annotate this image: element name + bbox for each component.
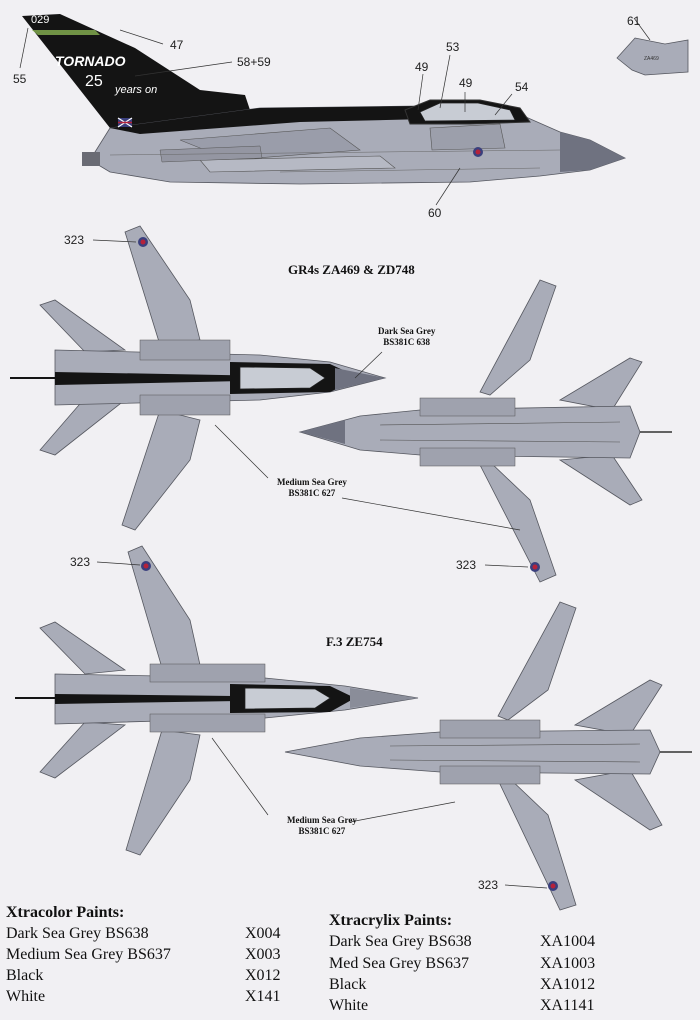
f3-callout-lines	[96, 561, 548, 889]
gr4-medium-color-name: Medium Sea Grey	[277, 477, 347, 487]
gr4-title: GR4s ZA469 & ZD748	[288, 262, 415, 277]
xtracolor-row-code: X003	[245, 946, 281, 963]
f3-underside-view	[284, 601, 692, 911]
xtracrylix-row-name: Black	[329, 976, 367, 993]
f3-callout-323-top: 323	[70, 555, 91, 569]
gr4-dark-color-code: BS381C 638	[383, 337, 431, 347]
callout-58-59: 58+59	[237, 55, 271, 69]
xtracolor-row-code: X012	[245, 967, 281, 984]
callout-53: 53	[446, 40, 460, 54]
side-callout-lines	[19, 27, 513, 206]
tail-text-25: 25	[85, 73, 103, 90]
gr4-callout-323-bottom: 323	[456, 558, 477, 572]
f3-medium-sea-grey-label: Medium Sea Grey BS381C 627	[287, 815, 357, 837]
inset-serial: ZA469	[644, 56, 659, 62]
xtracrylix-row-code: XA1012	[540, 976, 596, 993]
gr4-dark-sea-grey-label: Dark Sea Grey BS381C 638	[378, 326, 435, 348]
xtracolor-row-name: Black	[6, 967, 44, 984]
xtracrylix-row-code: XA1141	[540, 997, 595, 1014]
callout-47: 47	[170, 38, 184, 52]
callout-49-a: 49	[415, 60, 429, 74]
tail-text-years-on: years on	[115, 84, 158, 96]
callout-61: 61	[627, 14, 641, 28]
side-profile-tornado-gr4	[22, 14, 627, 185]
gr4-top-view	[10, 225, 387, 531]
f3-callout-323-bottom: 323	[478, 878, 499, 892]
gr4-medium-color-code: BS381C 627	[288, 488, 336, 498]
gr4-callout-323-top: 323	[64, 233, 85, 247]
nose-radome	[560, 132, 625, 172]
f3-title: F.3 ZE754	[326, 634, 383, 649]
xtracrylix-row-code: XA1004	[540, 933, 596, 950]
gr4-underside-view	[298, 279, 672, 583]
xtracolor-row-code: X004	[245, 925, 281, 942]
callout-49-b: 49	[459, 76, 473, 90]
inset-fin-detail	[616, 17, 689, 76]
xtracrylix-row-code: XA1003	[540, 955, 596, 972]
callout-55: 55	[13, 72, 27, 86]
callout-54: 54	[515, 80, 529, 94]
xtracrylix-row-name: Dark Sea Grey BS638	[329, 933, 472, 950]
f3-medium-color-code: BS381C 627	[298, 826, 346, 836]
xtracolor-row-code: X141	[245, 988, 281, 1005]
tail-serial: 029	[31, 14, 50, 26]
f3-medium-color-name: Medium Sea Grey	[287, 815, 357, 825]
gr4-medium-sea-grey-label: Medium Sea Grey BS381C 627	[277, 477, 347, 499]
xtracolor-title: Xtracolor Paints:	[6, 904, 125, 921]
xtracolor-row-name: Medium Sea Grey BS637	[6, 946, 171, 963]
f3-top-view	[15, 545, 419, 856]
xtracrylix-title: Xtracrylix Paints:	[329, 912, 453, 929]
callout-60: 60	[428, 206, 442, 220]
tail-text-tornado: TORNADO	[55, 53, 126, 69]
tail-fin	[22, 14, 250, 128]
xtracolor-row-name: Dark Sea Grey BS638	[6, 925, 149, 942]
gr4-callout-lines	[92, 239, 529, 568]
xtracrylix-row-name: White	[329, 997, 369, 1014]
xtracolor-row-name: White	[6, 988, 46, 1005]
xtracrylix-row-name: Med Sea Grey BS637	[329, 955, 469, 972]
gr4-dark-color-name: Dark Sea Grey	[378, 326, 436, 336]
